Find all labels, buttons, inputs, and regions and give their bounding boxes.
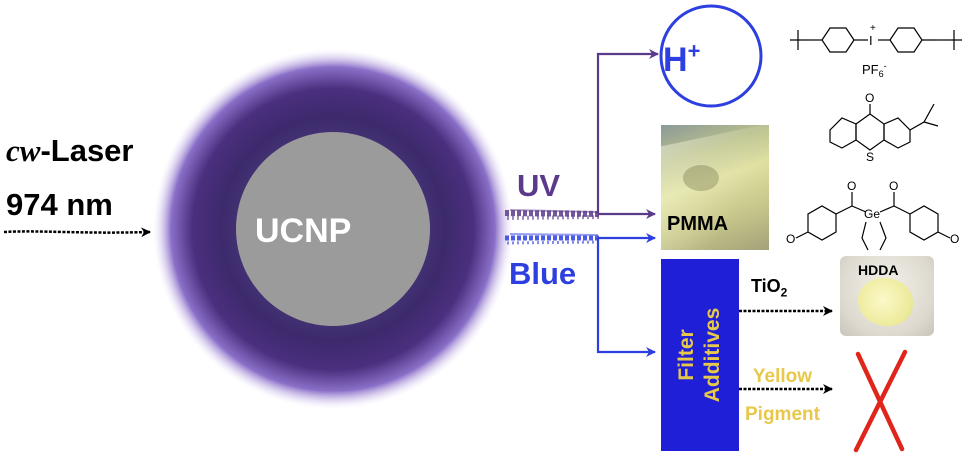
counter-ion-label: PF6- bbox=[862, 61, 887, 79]
pmma-photo bbox=[661, 125, 769, 250]
thioxanthone-structure bbox=[829, 103, 939, 151]
tio2-label-text: TiO2 bbox=[751, 276, 788, 300]
pigment-line-2: Pigment bbox=[745, 404, 820, 425]
uv-branches bbox=[596, 49, 659, 219]
germanium-structure bbox=[795, 192, 951, 251]
ucnp-core bbox=[236, 132, 430, 326]
blue-branches bbox=[596, 233, 656, 357]
filter-additives-box bbox=[661, 259, 739, 451]
filter-additives-label: Filter Additives bbox=[674, 308, 726, 403]
laser-arrow bbox=[3, 227, 151, 238]
pmma-smudge bbox=[683, 165, 719, 191]
ucnp-label: UCNP bbox=[255, 212, 352, 250]
blue-emission-beam bbox=[505, 233, 601, 245]
hdda-photo bbox=[840, 256, 934, 336]
blue-label: Blue bbox=[509, 256, 577, 291]
acid-label-text: H+ bbox=[663, 39, 701, 80]
carbonyl-o-label: O bbox=[865, 91, 874, 105]
filter-line-1: Filter bbox=[675, 329, 698, 381]
tio2-subscript: 2 bbox=[780, 285, 788, 300]
tio2-label: TiO2 bbox=[751, 276, 787, 300]
acid-circle bbox=[659, 4, 763, 108]
acid-charge: + bbox=[687, 39, 701, 64]
reject-x-mark bbox=[853, 349, 908, 453]
iodine-label: I bbox=[869, 33, 873, 48]
uv-emission-beam bbox=[504, 209, 601, 220]
yellow-pigment-label: Yellow Pigment bbox=[745, 358, 820, 434]
uv-label: UV bbox=[517, 168, 561, 203]
hdda-label: HDDA bbox=[858, 262, 899, 278]
iodonium-charge: + bbox=[870, 23, 876, 34]
pigment-line-1: Yellow bbox=[752, 366, 813, 387]
laser-wavelength-label: 974 nm bbox=[6, 187, 113, 222]
ketone-o-left: O bbox=[847, 179, 856, 193]
germanium-label: Ge bbox=[864, 207, 880, 221]
acid-label: H+ bbox=[663, 39, 700, 80]
filter-line-2: Additives bbox=[701, 307, 724, 403]
ketone-o-right: O bbox=[889, 179, 898, 193]
sulfur-label: S bbox=[866, 150, 874, 164]
iodonium-structure bbox=[790, 27, 962, 53]
laser-suffix: -Laser bbox=[40, 133, 134, 168]
hdda-disc bbox=[858, 278, 913, 326]
laser-type-label: cw-Laser bbox=[6, 133, 133, 169]
methoxy-o-right: O bbox=[950, 232, 959, 246]
pmma-label: PMMA bbox=[667, 213, 729, 235]
laser-cw-prefix: cw bbox=[6, 133, 41, 168]
methoxy-o-left: O bbox=[786, 232, 795, 246]
